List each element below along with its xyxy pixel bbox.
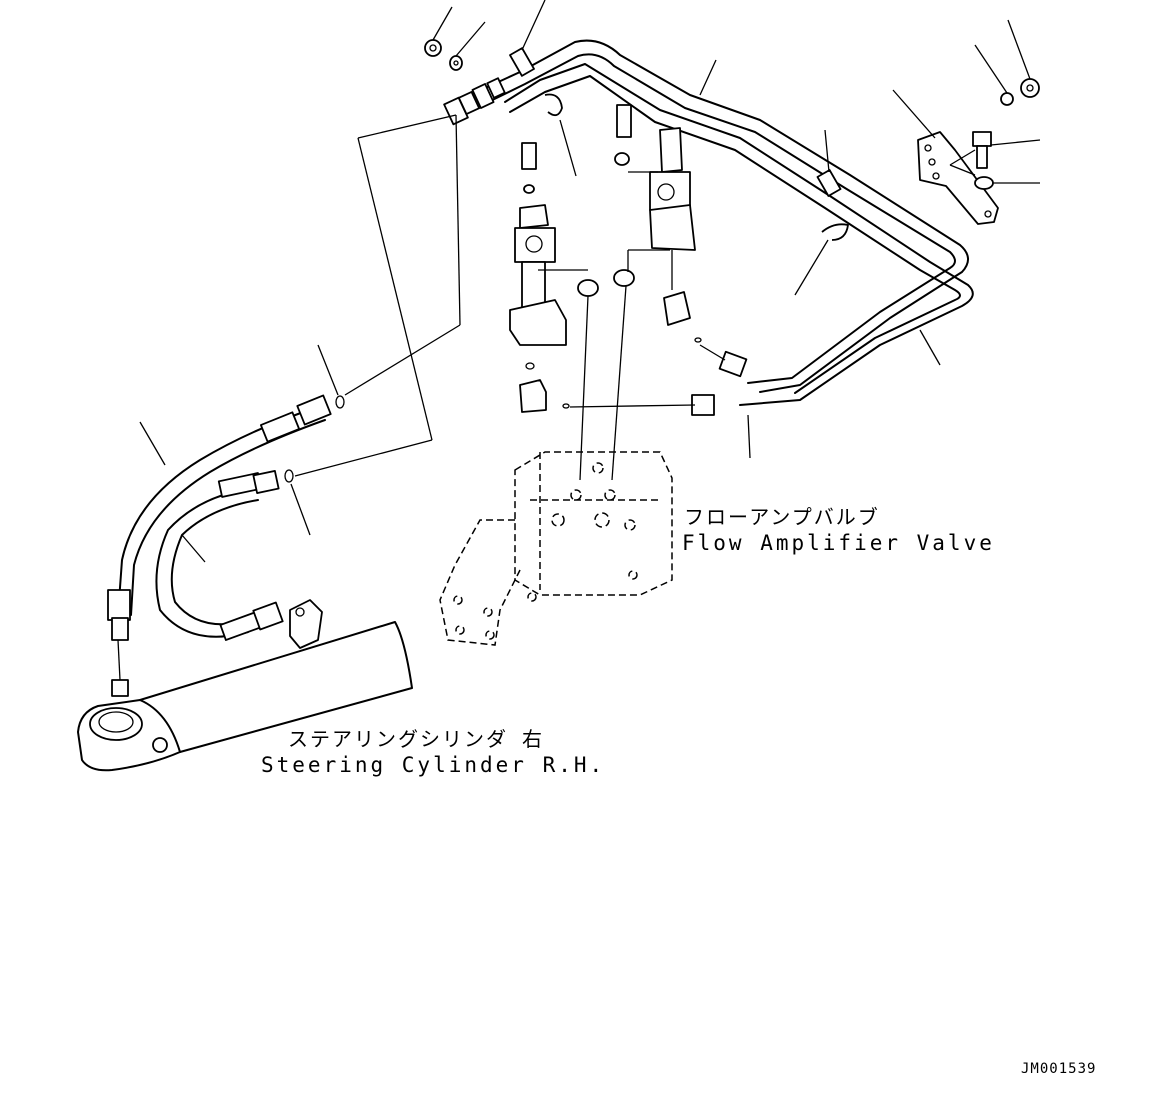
flow-amplifier-valve-label-en: Flow Amplifier Valve [682,531,995,555]
right-flange-block [613,104,702,343]
flow-amplifier-valve-label-jp: フローアンプバルブ [684,505,880,529]
o-rings-hoses [284,114,461,536]
tube-clamp-right [794,129,941,366]
steel-tube-assembly [469,39,974,406]
document-code: JM001539 [1021,1061,1097,1077]
steering-cylinder-label-en: Steering Cylinder R.H. [261,753,606,777]
lower-tube-fitting [691,350,751,459]
hose-outer [107,394,332,681]
steering-cylinder [77,599,413,772]
flow-amplifier-valve [439,451,673,646]
upper-tube-fitting [443,77,506,126]
tube-clamp-top [509,0,717,177]
assembly-leader-lines [538,171,726,481]
left-flange-block [509,142,599,413]
nut-washer-top-left [424,6,486,71]
steering-cylinder-label-jp: ステアリングシリンダ 右 [288,727,545,751]
mounting-bracket [892,19,1041,225]
hose-inner [155,470,284,641]
